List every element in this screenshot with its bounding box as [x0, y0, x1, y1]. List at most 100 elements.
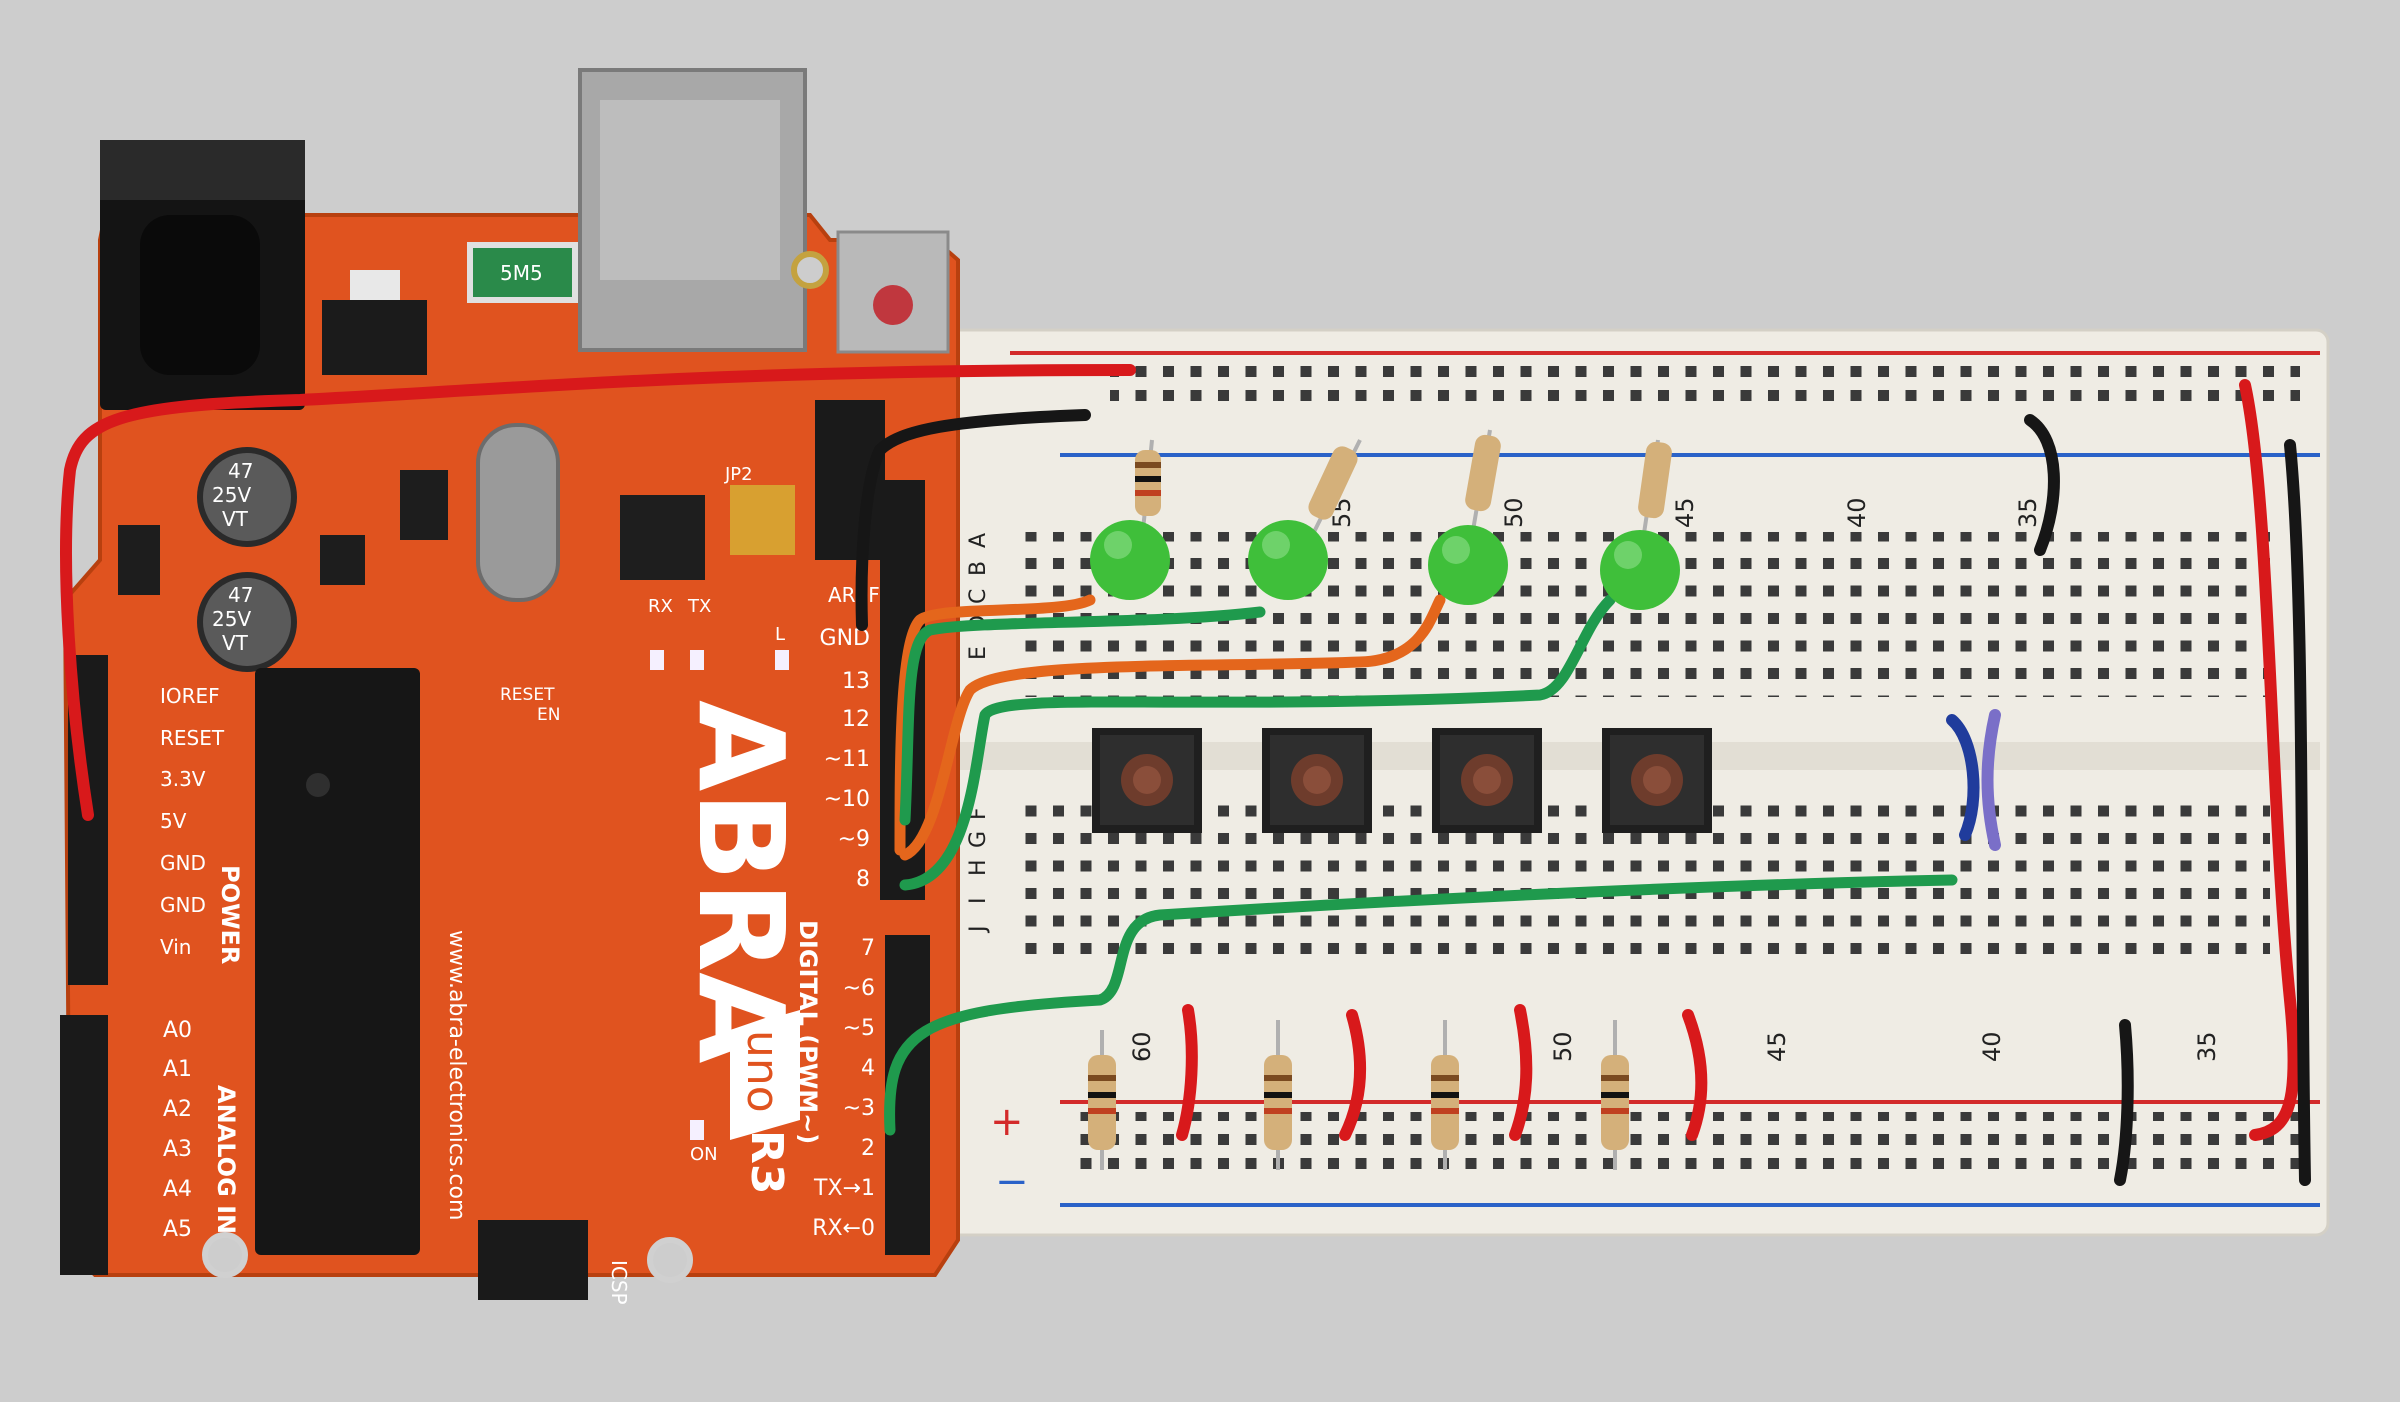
push-button-4[interactable] [1602, 728, 1712, 833]
digital-pin-label-6: ~6 [843, 976, 875, 1001]
reset-en-label-2: EN [537, 705, 560, 725]
usb-chip [620, 495, 705, 580]
brand-logo: ABRA [672, 700, 810, 1063]
resistors-bottom [1088, 1020, 1629, 1170]
red-jumper-bottom-4 [1682, 1009, 1708, 1141]
analog-pin-label-a0: A0 [163, 1018, 192, 1043]
black-wire-gnd [855, 409, 1091, 631]
jp2-header [730, 485, 795, 555]
atmega-chip [255, 668, 420, 1255]
mounting-hole-2 [647, 1237, 693, 1283]
tx-label: TX [687, 596, 711, 617]
small-ic-1 [400, 470, 448, 540]
rx-label: RX [648, 596, 673, 617]
model-label: uno [737, 1030, 788, 1113]
digital-pin-label-7: 7 [861, 936, 875, 961]
digital-pin-labels-lower: 7 ~6 ~5 4 ~3 2 TX→1 RX←0 [812, 936, 875, 1241]
analog-pin-label-a4: A4 [163, 1177, 192, 1202]
voltage-regulator [322, 300, 427, 375]
col-num-bottom-1: 50 [1549, 1031, 1577, 1062]
resistor-bottom-1 [1088, 1030, 1116, 1170]
capacitor-1: 47 25V VT [197, 447, 297, 547]
capacitor-1-line-1: 47 [228, 459, 253, 483]
col-num-bottom-4: 35 [2193, 1031, 2221, 1062]
green-wire-2 [899, 594, 1616, 891]
small-ic-2 [320, 535, 365, 585]
revision-label: R3 [741, 1130, 792, 1195]
icsp-header-bottom[interactable] [478, 1220, 588, 1300]
blue-jumper [1946, 714, 1980, 841]
digital-pwm-label: DIGITAL (PWM~) [794, 920, 822, 1144]
digital-pin-label-12: 12 [842, 707, 870, 732]
red-wire-5v [60, 364, 1136, 821]
digital-pin-label-11: ~11 [824, 747, 870, 772]
black-jumper-top [2024, 414, 2060, 556]
led-1 [1090, 520, 1170, 600]
icsp-label: ICSP [607, 1260, 631, 1305]
aref-label: AREF [828, 583, 880, 607]
rail-plus-symbol: + [990, 1099, 1024, 1145]
row-letter-b: B [966, 561, 991, 576]
analog-section-label: ANALOG IN [212, 1085, 240, 1234]
push-button-1[interactable] [1092, 728, 1202, 833]
power-pin-label-3v3: 3.3V [160, 767, 206, 791]
digital-pin-label-13: 13 [842, 669, 870, 694]
crystal [476, 423, 560, 602]
purple-jumper [1981, 709, 2001, 851]
green-wire-3 [884, 874, 1958, 1136]
row-letter-e: E [966, 646, 991, 660]
row-letter-a: A [966, 533, 991, 548]
atmega-notch [306, 773, 330, 797]
black-jumper-bottom [2114, 1019, 2134, 1186]
red-jumper-bottom-3 [1509, 1004, 1533, 1141]
power-pin-labels: IOREF RESET 3.3V 5V GND GND Vin [160, 684, 225, 959]
rail-minus-symbol: − [995, 1159, 1029, 1205]
push-buttons [1092, 728, 1712, 833]
push-button-3[interactable] [1432, 728, 1542, 833]
power-pin-label-5v: 5V [160, 809, 187, 833]
led-4 [1600, 530, 1680, 610]
on-led [690, 1120, 704, 1140]
row-letter-c: C [966, 589, 991, 604]
power-pin-label-gnd-2: GND [160, 893, 206, 917]
reset-button[interactable] [873, 285, 913, 325]
power-pin-label-gnd-1: GND [160, 851, 206, 875]
digital-pin-label-9: ~9 [838, 827, 870, 852]
row-letter-g: G [966, 831, 991, 848]
digital-pin-label-0: RX←0 [812, 1216, 875, 1241]
tx-led [690, 650, 704, 670]
arduino-board: 5M5 47 25V VT 47 25V VT JP [60, 68, 960, 1305]
capacitor-2-line-1: 47 [228, 583, 253, 607]
col-num-top-2: 45 [1671, 497, 1699, 528]
capacitor-1-line-3: VT [222, 507, 249, 531]
red-rail-jumper [2239, 379, 2300, 1141]
push-button-2[interactable] [1262, 728, 1372, 833]
digital-pin-label-3: ~3 [843, 1096, 875, 1121]
power-section-label: POWER [216, 865, 244, 964]
model-banner [730, 1010, 800, 1140]
fuse [467, 242, 578, 303]
power-pin-label-reset: RESET [160, 726, 225, 750]
led-3 [1428, 525, 1508, 605]
reset-button-housing[interactable] [836, 230, 950, 354]
usb-connector-face [600, 100, 780, 280]
dc-jack-opening [140, 215, 260, 375]
analog-pin-label-a2: A2 [163, 1097, 192, 1122]
col-num-top-1: 50 [1500, 497, 1528, 528]
capacitor-2-line-2: 25V [212, 607, 251, 631]
row-letter-j: J [966, 926, 991, 935]
resistor-bottom-3 [1431, 1020, 1459, 1170]
led-2 [1248, 520, 1328, 600]
dc-jack-top [100, 140, 305, 200]
analog-pin-label-a1: A1 [163, 1057, 192, 1082]
digital-pin-label-2: 2 [861, 1136, 875, 1161]
jp2-label: JP2 [724, 464, 753, 485]
l-led [775, 650, 789, 670]
capacitor-1-line-2: 25V [212, 483, 251, 507]
top-rail-holes-1 [1110, 366, 2300, 414]
wires [60, 364, 2311, 1186]
green-wire-1 [899, 606, 1266, 826]
mounting-hole-1 [202, 1232, 248, 1278]
digital-pin-label-4: 4 [861, 1056, 875, 1081]
